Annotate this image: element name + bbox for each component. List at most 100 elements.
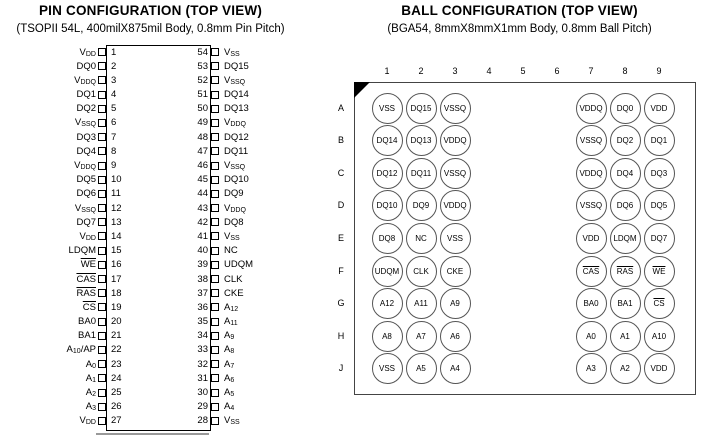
- tsop-pin-number-35: 35: [197, 316, 208, 328]
- bga-ball-A9: VDD: [643, 92, 675, 124]
- tsop-pin-label-54: VSS: [224, 46, 240, 58]
- bga-column-header-9: 9: [656, 66, 662, 76]
- tsop-pin-lead-7: [98, 133, 106, 142]
- tsop-pin-lead-33: [211, 345, 219, 354]
- bga-ball-B3: VDDQ: [439, 125, 471, 157]
- tsop-pin-lead-19: [98, 303, 106, 312]
- bga-ball-F3: CKE: [439, 255, 471, 287]
- tsop-pin-number-12: 12: [111, 202, 122, 214]
- tsop-pin-lead-32: [211, 360, 219, 369]
- tsop-pin-number-25: 25: [111, 387, 122, 399]
- tsop-pin-number-43: 43: [197, 202, 208, 214]
- tsop-pin-lead-10: [98, 175, 106, 184]
- bga-ball-H1: A8: [371, 320, 403, 352]
- bga-ball-H2: A7: [405, 320, 437, 352]
- tsop-pin-number-40: 40: [197, 245, 208, 257]
- tsop-pin-label-33: A8: [224, 344, 235, 356]
- tsop-pin-number-44: 44: [197, 188, 208, 200]
- tsop-pin-label-21: BA1: [78, 330, 96, 342]
- tsop-pin-label-46: VSSQ: [224, 160, 246, 172]
- tsop-pin-lead-47: [211, 147, 219, 156]
- tsop-pin-lead-39: [211, 260, 219, 269]
- tsop-pin-label-28: VSS: [224, 415, 240, 427]
- tsop-pin-lead-17: [98, 275, 106, 284]
- tsop-pin-number-30: 30: [197, 387, 208, 399]
- tsop-pin-label-53: DQ15: [224, 60, 249, 72]
- tsop-pin-lead-25: [98, 388, 106, 397]
- bga-ball-G3: A9: [439, 288, 471, 320]
- tsop-pin-number-21: 21: [111, 330, 122, 342]
- tsop-pin-number-20: 20: [111, 316, 122, 328]
- bga-ball-C7: VDDQ: [575, 157, 607, 189]
- tsop-pin-label-15: LDQM: [68, 245, 96, 257]
- bga-ball-E9: DQ7: [643, 222, 675, 254]
- tsop-pin-number-29: 29: [197, 401, 208, 413]
- tsop-pin-number-5: 5: [111, 103, 117, 115]
- tsop-pin-lead-24: [98, 374, 106, 383]
- bga-column-header-1: 1: [384, 66, 390, 76]
- tsop-pin-label-27: VDD: [79, 415, 96, 427]
- bga-ball-D7: VSSQ: [575, 190, 607, 222]
- tsop-pin-lead-5: [98, 104, 106, 113]
- tsop-pin-number-23: 23: [111, 358, 122, 370]
- tsop-pin-lead-8: [98, 147, 106, 156]
- tsop-pin-label-51: DQ14: [224, 89, 249, 101]
- tsop-pin-label-17: CAS: [76, 273, 96, 285]
- tsop-pin-label-4: DQ1: [76, 89, 96, 101]
- bga-ball-C8: DQ4: [609, 157, 641, 189]
- tsop-pin-number-6: 6: [111, 117, 117, 129]
- tsop-pin-number-1: 1: [111, 46, 117, 58]
- tsop-pin-label-10: DQ5: [76, 174, 96, 186]
- bga-ball-H7: A0: [575, 320, 607, 352]
- tsop-pin-lead-36: [211, 303, 219, 312]
- tsop-pin-label-49: VDDQ: [224, 117, 246, 129]
- tsop-pin-label-39: UDQM: [224, 259, 254, 271]
- tsop-pin-number-31: 31: [197, 372, 208, 384]
- tsop-package-shadow: [96, 433, 209, 435]
- tsop-pin-label-14: VDD: [79, 230, 96, 242]
- tsop-pin-lead-44: [211, 189, 219, 198]
- tsop-pin-lead-34: [211, 331, 219, 340]
- tsop-pin-label-24: A1: [85, 372, 96, 384]
- tsop-pin-label-12: VSSQ: [74, 202, 96, 214]
- tsop-pin-label-40: NC: [224, 245, 238, 257]
- tsop-pin-lead-27: [98, 416, 106, 425]
- tsop-pin-number-19: 19: [111, 301, 122, 313]
- tsop-pin-lead-49: [211, 118, 219, 127]
- bga-ball-D3: VDDQ: [439, 190, 471, 222]
- tsop-pin-number-37: 37: [197, 287, 208, 299]
- bga-ball-E1: DQ8: [371, 222, 403, 254]
- bga-ball-B2: DQ13: [405, 125, 437, 157]
- tsop-pin-label-31: A6: [224, 372, 235, 384]
- bga-ball-E8: LDQM: [609, 222, 641, 254]
- bga-ball-E3: VSS: [439, 222, 471, 254]
- tsop-pin-number-50: 50: [197, 103, 208, 115]
- tsop-subtitle: (TSOPII 54L, 400milX875mil Body, 0.8mm P…: [16, 23, 285, 35]
- tsop-package-outline: [106, 45, 211, 431]
- bga-ball-A1: VSS: [371, 92, 403, 124]
- tsop-pin-number-15: 15: [111, 245, 122, 257]
- bga-column-header-3: 3: [452, 66, 458, 76]
- bga-ball-B9: DQ1: [643, 125, 675, 157]
- tsop-pin-number-10: 10: [111, 174, 122, 186]
- tsop-pin-label-30: A5: [224, 387, 235, 399]
- bga-ball-H8: A1: [609, 320, 641, 352]
- bga-ball-B7: VSSQ: [575, 125, 607, 157]
- bga-ball-D9: DQ5: [643, 190, 675, 222]
- bga-column-header-8: 8: [622, 66, 628, 76]
- bga-ball-J7: A3: [575, 353, 607, 385]
- tsop-pin-number-33: 33: [197, 344, 208, 356]
- bga-ball-G2: A11: [405, 288, 437, 320]
- tsop-pin-number-53: 53: [197, 60, 208, 72]
- bga-title: BALL CONFIGURATION (TOP VIEW): [401, 3, 638, 18]
- tsop-pin-number-41: 41: [197, 230, 208, 242]
- tsop-pin-lead-48: [211, 133, 219, 142]
- tsop-pin-label-16: WE: [80, 259, 96, 271]
- tsop-pin-number-2: 2: [111, 60, 117, 72]
- tsop-pin-number-42: 42: [197, 216, 208, 228]
- bga-ball-C1: DQ12: [371, 157, 403, 189]
- tsop-pin-label-18: RAS: [76, 287, 96, 299]
- bga-ball-G9: CS: [643, 288, 675, 320]
- tsop-pin-label-44: DQ9: [224, 188, 244, 200]
- tsop-pin-label-7: DQ3: [76, 131, 96, 143]
